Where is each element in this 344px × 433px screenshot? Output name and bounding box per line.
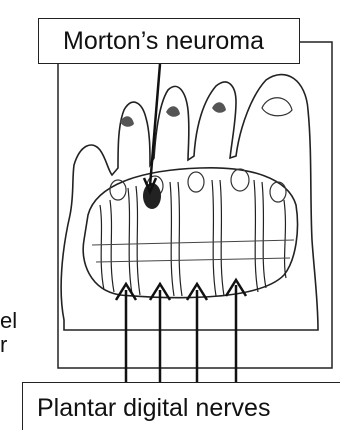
clipped-text-line-1: el (0, 310, 17, 332)
nerves-label: Plantar digital nerves (22, 382, 340, 430)
toe-nail-3 (166, 106, 180, 117)
exposed-forefoot (83, 168, 297, 298)
neuroma-label: Morton’s neuroma (38, 18, 300, 64)
clipped-text-line-2: r (0, 334, 7, 356)
neuroma-pointer-line (150, 64, 160, 186)
toe-nail-4 (212, 102, 226, 113)
toe-nail-1 (262, 98, 292, 116)
